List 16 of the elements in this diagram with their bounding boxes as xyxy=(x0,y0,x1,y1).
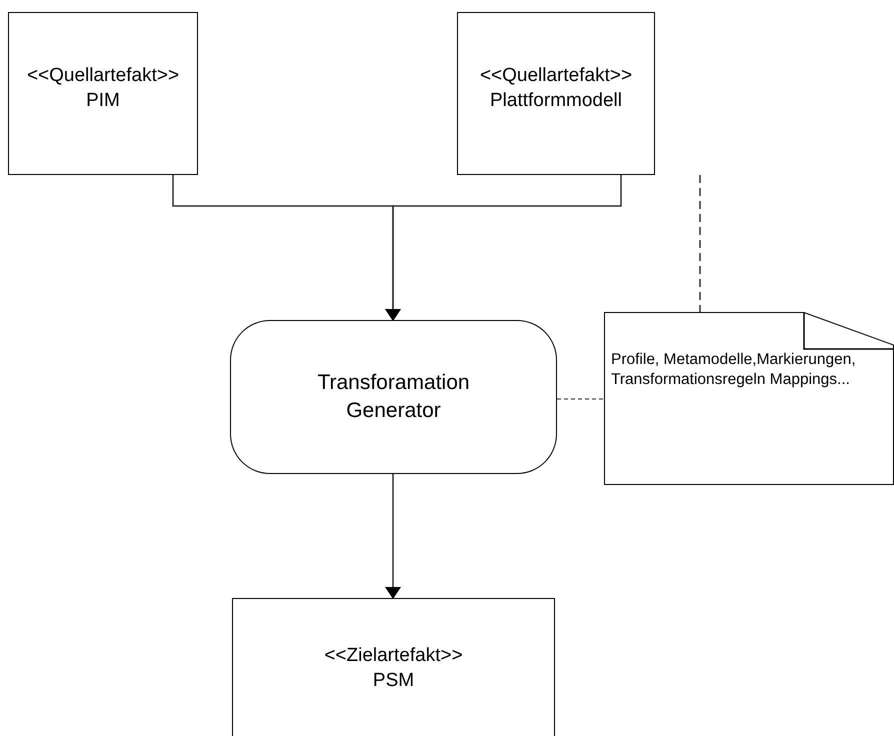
node-label: Transforamation Generator xyxy=(316,370,471,424)
artifact-box xyxy=(8,12,198,175)
dashed-connector xyxy=(556,398,604,400)
stereotype-label: <<Quellartefakt>> xyxy=(480,64,632,88)
stereotype-label: <<Zielartefakt>> xyxy=(324,644,463,668)
stereotype-label: <<Quellartefakt>> xyxy=(26,64,180,88)
artifact-name: PSM xyxy=(372,669,414,693)
artifact-box xyxy=(232,598,555,736)
artifact-box xyxy=(457,12,655,175)
note-text: Profile, Metamodelle,Markierungen, Transformationsregeln Mappings... xyxy=(611,350,857,390)
arrow xyxy=(385,175,622,321)
artifact-name: PIM xyxy=(86,89,120,113)
rounded-process-box xyxy=(230,320,557,474)
artifact-name: Plattformmodell xyxy=(490,89,622,113)
dashed-connector xyxy=(699,175,701,312)
arrow xyxy=(385,474,401,599)
